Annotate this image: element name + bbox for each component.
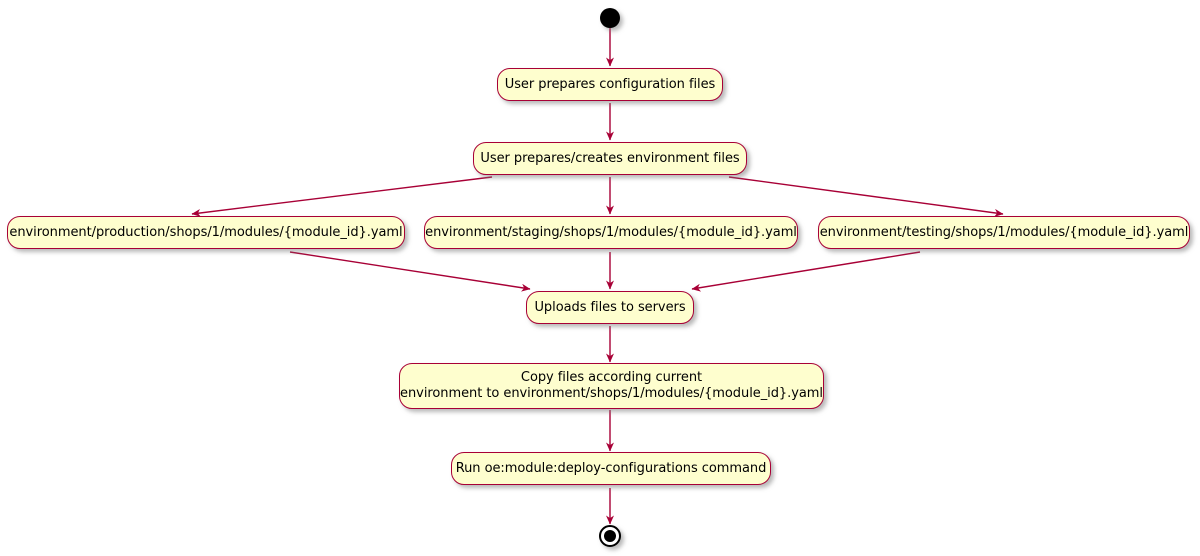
node-label: Uploads files to servers [534,299,686,315]
node-label: User prepares/creates environment files [480,150,740,166]
activity-node-run-deploy-configurations-command[interactable]: Run oe:module:deploy-configurations comm… [451,452,771,485]
edge-production-to-upload [289,251,531,292]
node-label: environment/staging/shops/1/modules/{mod… [425,224,797,240]
activity-node-environment-testing-path[interactable]: environment/testing/shops/1/modules/{mod… [818,216,1190,249]
activity-node-copy-files-according-current-environment[interactable]: Copy files according current environment… [399,363,824,409]
node-label-line-1: Copy files according current [520,370,703,385]
activity-node-environment-production-path[interactable]: environment/production/shops/1/modules/{… [7,216,405,249]
activity-node-user-prepares-configuration-files[interactable]: User prepares configuration files [497,68,723,101]
activity-node-environment-staging-path[interactable]: environment/staging/shops/1/modules/{mod… [424,216,798,249]
end-node [599,525,621,547]
node-label: environment/testing/shops/1/modules/{mod… [819,224,1189,240]
node-label: User prepares configuration files [504,76,716,92]
activity-node-user-prepares-creates-environment-files[interactable]: User prepares/creates environment files [473,142,747,175]
edge-prepare-env-to-production [191,176,493,217]
node-label-line-2: environment to environment/shops/1/modul… [400,386,823,401]
edge-testing-to-upload [691,251,921,292]
start-node [600,8,620,28]
node-label: Run oe:module:deploy-configurations comm… [455,460,767,476]
edge-prepare-env-to-testing [728,176,1004,217]
activity-node-uploads-files-to-servers[interactable]: Uploads files to servers [526,291,694,324]
node-label: environment/production/shops/1/modules/{… [9,224,403,240]
